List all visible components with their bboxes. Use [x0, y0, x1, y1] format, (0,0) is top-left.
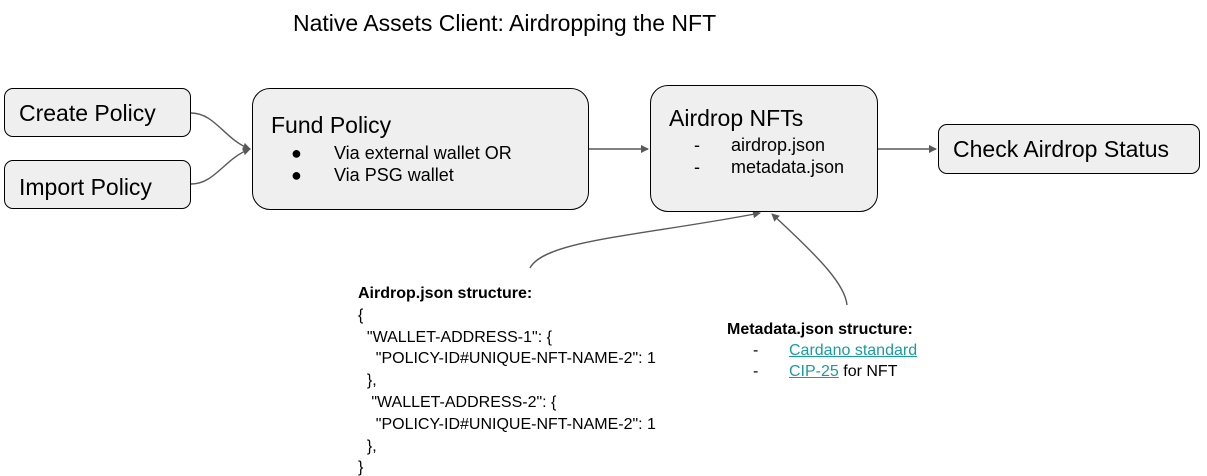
code-line: },	[358, 437, 377, 455]
cip-25-link[interactable]: CIP-25	[789, 363, 839, 380]
connector-create-to-fund	[190, 112, 251, 151]
bullet-marker: ●	[291, 143, 302, 163]
create-policy-box: Create Policy	[4, 88, 191, 137]
metadata-json-item-text: Cardano standard	[789, 340, 917, 361]
fund-policy-item-text: Via external wallet OR	[334, 143, 512, 163]
cardano-standard-link[interactable]: Cardano standard	[789, 342, 918, 359]
code-line: "POLICY-ID#UNIQUE-NFT-NAME-2": 1	[358, 415, 656, 433]
connector-metadatajson-to-airdrop	[771, 213, 848, 306]
connector-airdropjson-to-airdrop	[529, 210, 761, 269]
airdrop-nfts-item-text: airdrop.json	[731, 135, 826, 155]
create-policy-label: Create Policy	[19, 100, 156, 126]
airdrop-nfts-item-text: metadata.json	[731, 157, 845, 177]
code-line: "WALLET-ADDRESS-2": {	[358, 393, 557, 411]
metadata-item-suffix: for NFT	[838, 363, 898, 380]
metadata-json-item: - CIP-25 for NFT	[727, 361, 913, 382]
metadata-json-note: Metadata.json structure: - Cardano stand…	[727, 319, 917, 382]
fund-policy-box: Fund Policy ● Via external wallet OR ● V…	[252, 88, 589, 210]
code-line: },	[358, 372, 377, 390]
diagram-title: Native Assets Client: Airdropping the NF…	[293, 10, 717, 36]
fund-policy-label: Fund Policy	[271, 112, 392, 138]
import-policy-box: Import Policy	[4, 160, 191, 209]
check-airdrop-status-label: Check Airdrop Status	[953, 136, 1170, 162]
airdrop-json-note: Airdrop.json structure: { "WALLET-ADDRES…	[358, 283, 656, 476]
metadata-json-heading: Metadata.json structure:	[727, 321, 913, 338]
import-policy-label: Import Policy	[19, 174, 152, 200]
code-line: }	[358, 459, 364, 476]
metadata-json-item-text: CIP-25 for NFT	[789, 361, 897, 382]
dash-marker: -	[694, 135, 700, 155]
metadata-json-item: - Cardano standard	[727, 340, 917, 361]
bullet-marker: ●	[291, 165, 302, 185]
code-line: {	[358, 306, 364, 324]
metadata-json-list: - Cardano standard - CIP-25 for NFT	[727, 340, 917, 382]
airdrop-nfts-box: Airdrop NFTs - airdrop.json - metadata.j…	[650, 85, 878, 212]
airdrop-json-heading: Airdrop.json structure:	[358, 285, 533, 302]
code-line: "POLICY-ID#UNIQUE-NFT-NAME-2": 1	[358, 350, 656, 368]
check-airdrop-status-box: Check Airdrop Status	[938, 124, 1200, 174]
dash-marker: -	[753, 363, 759, 380]
connector-import-to-fund	[190, 147, 251, 185]
dash-marker: -	[694, 157, 700, 177]
fund-policy-item-text: Via PSG wallet	[334, 165, 454, 185]
dash-marker: -	[753, 342, 759, 359]
airdrop-nfts-label: Airdrop NFTs	[669, 105, 804, 131]
code-line: "WALLET-ADDRESS-1": {	[358, 328, 552, 346]
